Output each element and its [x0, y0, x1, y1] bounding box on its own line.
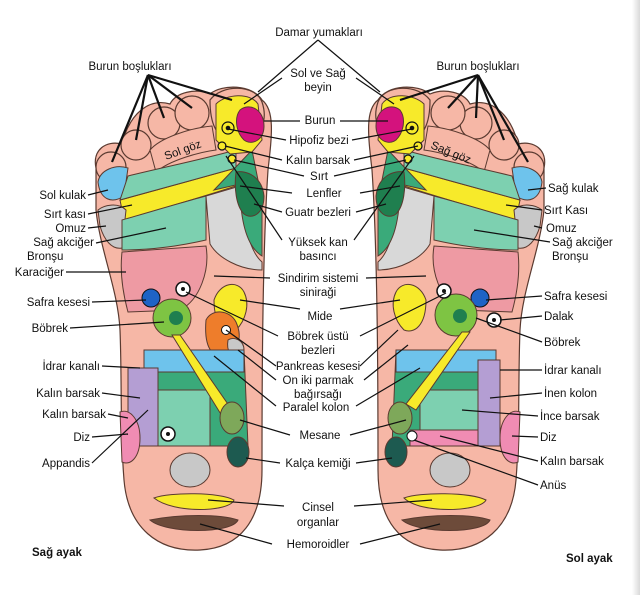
label-safra-right: Safra kesesi — [544, 291, 607, 303]
label-mide: Mide — [308, 311, 333, 323]
label-kalin-barsak-left-1: Kalın barsak — [36, 388, 100, 400]
label-omuz-left: Omuz — [55, 223, 86, 235]
label-kalin-barsak-right: Kalın barsak — [540, 456, 604, 468]
label-damar: Damar yumakları — [275, 27, 363, 39]
label-dalak: Dalak — [544, 311, 574, 323]
label-kalin-barsak-top: Kalın barsak — [286, 155, 350, 167]
label-pankreas: Pankreas kesesi — [276, 361, 360, 373]
label-idrar-right: İdrar kanalı — [544, 364, 602, 377]
label-burun-bosluklari-right: Burun boşlukları — [436, 61, 519, 73]
label-kalin-barsak-left-2: Kalın barsak — [42, 409, 106, 421]
label-sindirim-1: Sindirim sistemi — [278, 273, 359, 285]
right-foot — [94, 86, 273, 551]
label-sirt-kasi-left: Sırt kası — [44, 209, 86, 221]
label-diz-right: Diz — [540, 432, 557, 444]
label-burun-bosluklari-left: Burun boşlukları — [88, 61, 171, 73]
label-bobrek-ustu-2: bezleri — [301, 345, 335, 357]
label-ince-barsak: İnce barsak — [540, 410, 600, 423]
label-lenfler: Lenfler — [306, 188, 341, 200]
label-inen-kolon: İnen kolon — [544, 387, 597, 400]
label-yuksek-kan-1: Yüksek kan — [288, 237, 347, 249]
label-paralel: Paralel kolon — [283, 402, 349, 414]
label-bronsu-right: Bronşu — [552, 251, 588, 263]
left-foot — [367, 86, 546, 551]
label-sol-sag-beyin-1: Sol ve Sağ — [290, 68, 346, 80]
label-sol-ayak: Sol ayak — [566, 553, 613, 565]
right-edge-shadow — [632, 0, 640, 595]
label-diz-left: Diz — [73, 432, 90, 444]
label-sindirim-2: siniraği — [300, 287, 336, 299]
label-sol-sag-beyin-2: beyin — [304, 82, 332, 94]
label-bobrek-left: Böbrek — [32, 323, 69, 335]
label-anus: Anüs — [540, 480, 566, 492]
label-sag-kulak: Sağ kulak — [548, 183, 599, 195]
label-cinsel-1: Cinsel — [302, 502, 334, 514]
label-hemoroidler: Hemoroidler — [287, 539, 350, 551]
label-karaciger: Karaciğer — [15, 267, 64, 279]
label-on-iki-1: On iki parmak — [283, 375, 354, 387]
label-hipofiz: Hipofiz bezi — [289, 135, 348, 147]
label-idrar-left: İdrar kanalı — [42, 360, 100, 373]
label-safra-left: Safra kesesi — [27, 297, 90, 309]
label-sirt-kasi-right: Sırt Kası — [544, 205, 588, 217]
leader-lines — [66, 39, 551, 545]
label-bobrek-ustu-1: Böbrek üstü — [287, 331, 348, 343]
label-kalca: Kalça kemiği — [285, 458, 350, 470]
labels: Damar yumakları Burun boşlukları Burun b… — [15, 27, 613, 565]
label-bronsu-left: Bronşu — [27, 251, 63, 263]
label-appandis: Appandis — [42, 458, 90, 470]
label-sirt-center: Sırt — [310, 171, 329, 183]
label-guatr: Guatr bezleri — [285, 207, 351, 219]
label-cinsel-2: organlar — [297, 517, 339, 529]
label-sag-akciger-right: Sağ akciğer — [552, 237, 613, 249]
label-sag-akciger-left: Sağ akciğer — [33, 237, 94, 249]
label-sol-kulak: Sol kulak — [39, 190, 86, 202]
label-sag-ayak: Sağ ayak — [32, 547, 82, 559]
label-mesane: Mesane — [300, 430, 341, 442]
label-yuksek-kan-2: basıncı — [299, 251, 336, 263]
label-burun: Burun — [305, 115, 336, 127]
label-on-iki-2: bağırsağı — [294, 389, 342, 401]
label-bobrek-right: Böbrek — [544, 337, 581, 349]
label-omuz-right: Omuz — [546, 223, 577, 235]
